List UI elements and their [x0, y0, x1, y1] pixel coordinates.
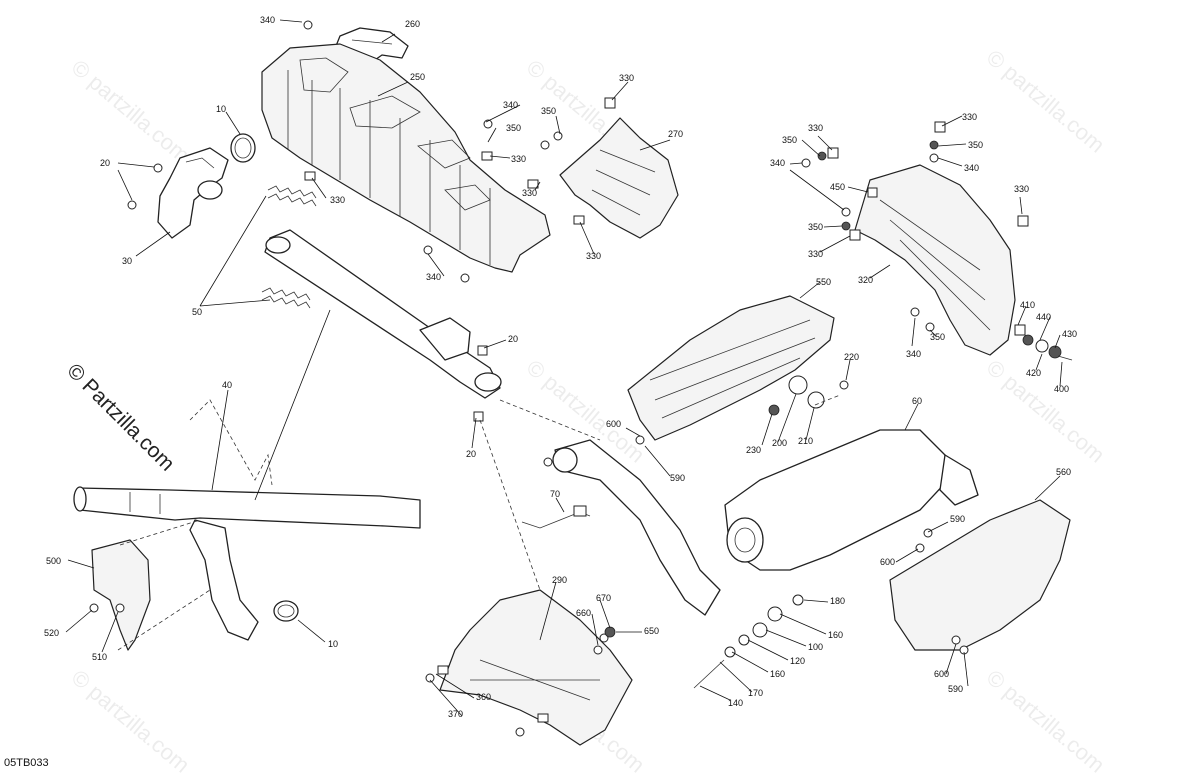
callout-350: 350: [930, 332, 945, 342]
callout-340: 340: [964, 163, 979, 173]
callout-550: 550: [816, 277, 831, 287]
callout-340: 340: [503, 100, 518, 110]
callout-340: 340: [260, 15, 275, 25]
part-50-springs: [261, 185, 317, 309]
callout-20: 20: [466, 449, 476, 459]
callout-140: 140: [728, 698, 743, 708]
callout-500: 500: [46, 556, 61, 566]
part-30-elbow-pipe: [157, 147, 229, 239]
callout-650: 650: [644, 626, 659, 636]
watermark: © partzilla.com: [67, 55, 195, 168]
part-40-exhaust-pipe: [264, 229, 502, 399]
callout-600: 600: [934, 669, 949, 679]
callout-210: 210: [798, 436, 813, 446]
callout-590: 590: [670, 473, 685, 483]
part-10-gasket: [230, 133, 256, 163]
callout-590: 590: [948, 684, 963, 694]
callout-20: 20: [508, 334, 518, 344]
callout-40: 40: [222, 380, 232, 390]
callout-510: 510: [92, 652, 107, 662]
callout-340: 340: [770, 158, 785, 168]
callout-330: 330: [511, 154, 526, 164]
callout-370: 370: [448, 709, 463, 719]
assembly-lines: [117, 394, 841, 651]
callout-120: 120: [790, 656, 805, 666]
callout-60: 60: [912, 396, 922, 406]
callout-340: 340: [906, 349, 921, 359]
callout-30: 30: [122, 256, 132, 266]
callout-560: 560: [1056, 467, 1071, 477]
callout-410: 410: [1020, 300, 1035, 310]
leader-lines: [65, 19, 1063, 717]
watermark: © partzilla.com: [982, 665, 1110, 776]
callout-160: 160: [770, 669, 785, 679]
part-320-heat-shield: [854, 164, 1016, 356]
callout-250: 250: [410, 72, 425, 82]
part-560-muffler-cover: [889, 499, 1071, 651]
callout-320: 320: [858, 275, 873, 285]
callout-50: 50: [192, 307, 202, 317]
callout-350: 350: [968, 140, 983, 150]
part-270-heat-shield: [559, 117, 679, 239]
callout-70: 70: [550, 489, 560, 499]
callout-260: 260: [405, 19, 420, 29]
part-250-heat-shield: [261, 43, 551, 273]
callout-200: 200: [772, 438, 787, 448]
callout-330: 330: [330, 195, 345, 205]
callout-230: 230: [746, 445, 761, 455]
watermark: © partzilla.com: [67, 665, 195, 776]
callout-600: 600: [606, 419, 621, 429]
watermark: © partzilla.com: [982, 355, 1110, 468]
callout-520: 520: [44, 628, 59, 638]
part-mid-pipe: [552, 439, 721, 616]
callout-10: 10: [216, 104, 226, 114]
callout-160: 160: [828, 630, 843, 640]
callout-350: 350: [506, 123, 521, 133]
callout-350: 350: [808, 222, 823, 232]
part-10-gasket-lower: [273, 600, 299, 622]
callout-330: 330: [808, 123, 823, 133]
callout-670: 670: [596, 593, 611, 603]
callout-180: 180: [830, 596, 845, 606]
callout-340: 340: [426, 272, 441, 282]
watermark: © partzilla.com: [982, 45, 1110, 158]
part-60-muffler: [724, 429, 979, 571]
callout-170: 170: [748, 688, 763, 698]
callout-330: 330: [586, 251, 601, 261]
part-500-bracket: [91, 539, 151, 651]
diagram-code: 05TB033: [4, 757, 49, 769]
callout-450: 450: [830, 182, 845, 192]
callout-330: 330: [522, 188, 537, 198]
part-70-sensor: [521, 505, 591, 529]
part-pipe-assembly: [73, 486, 421, 641]
callout-20: 20: [100, 158, 110, 168]
callout-440: 440: [1036, 312, 1051, 322]
callout-labels: 340 260 250 10 20 30 330 50 340 350 330 …: [44, 15, 1077, 719]
callout-420: 420: [1026, 368, 1041, 378]
callout-330: 330: [808, 249, 823, 259]
callout-360: 360: [476, 692, 491, 702]
callout-350: 350: [782, 135, 797, 145]
callout-660: 660: [576, 608, 591, 618]
callout-10: 10: [328, 639, 338, 649]
callout-430: 430: [1062, 329, 1077, 339]
callout-220: 220: [844, 352, 859, 362]
part-550-muffler-shield: [627, 295, 835, 441]
callout-400: 400: [1054, 384, 1069, 394]
partzilla-watermark: © Partzilla.com: [62, 359, 178, 475]
callout-350: 350: [541, 106, 556, 116]
callout-330: 330: [962, 112, 977, 122]
callout-290: 290: [552, 575, 567, 585]
callout-270: 270: [668, 129, 683, 139]
callout-330: 330: [1014, 184, 1029, 194]
part-290-heat-shield: [439, 589, 633, 746]
callout-600: 600: [880, 557, 895, 567]
hardware: [89, 20, 1073, 737]
callout-590: 590: [950, 514, 965, 524]
callout-100: 100: [808, 642, 823, 652]
callout-330: 330: [619, 73, 634, 83]
